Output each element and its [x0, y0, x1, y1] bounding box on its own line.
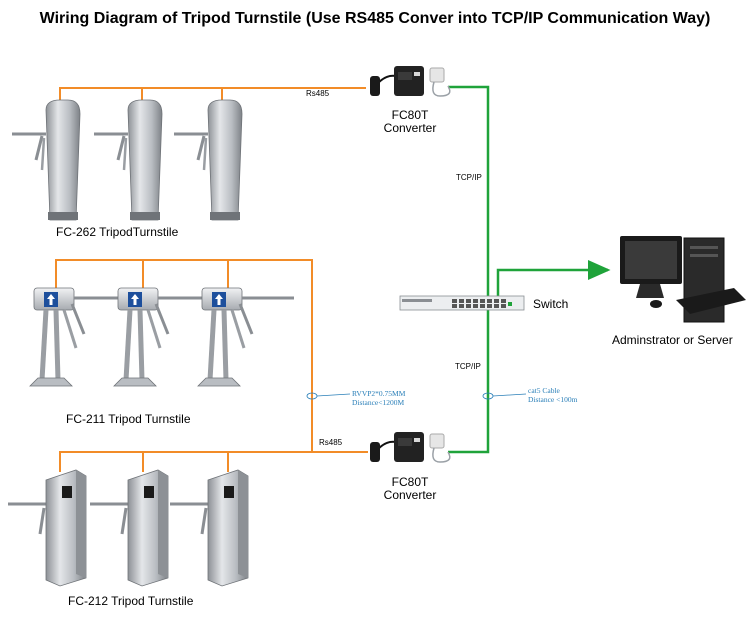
- diagram-title: Wiring Diagram of Tripod Turnstile (Use …: [39, 10, 711, 27]
- converter-top-model: FC80T: [391, 108, 429, 122]
- turnstile-fc212-2: [88, 468, 170, 588]
- computer-icon: [620, 236, 746, 323]
- cat5-cable-spec: cat5 Cable: [528, 386, 560, 395]
- rvvp-distance: Distance<1200M: [352, 398, 405, 407]
- rs485-label-bottom: Rs485: [319, 438, 343, 447]
- cat5-distance: Distance <100m: [528, 395, 578, 404]
- turnstile-fc211-2: [114, 288, 210, 386]
- cable-annotation-pointers: [306, 392, 527, 400]
- converter-bottom-name: Converter: [383, 488, 437, 502]
- tcpip-label-lower: TCP/IP: [455, 362, 481, 371]
- converter-top-name: Converter: [383, 121, 437, 135]
- turnstile-group-fc212: [6, 468, 250, 588]
- turnstile-group-fc211: [30, 288, 294, 386]
- turnstile-group-fc212-label: FC-212 Tripod Turnstile: [68, 594, 194, 608]
- converter-bottom-model: FC80T: [391, 475, 429, 489]
- turnstile-fc212-1: [6, 468, 88, 588]
- rvvp-annotation: RVVP2*0.75MM Distance<1200M: [352, 389, 405, 407]
- converter-icon-top: [369, 65, 451, 97]
- switch-icon: [399, 295, 525, 311]
- turnstile-fc211-3: [198, 288, 294, 386]
- turnstile-group-fc262: [10, 98, 244, 222]
- converter-icon-bottom: [369, 431, 451, 463]
- turnstile-fc212-3: [168, 468, 250, 588]
- turnstile-fc262-3: [172, 98, 244, 222]
- turnstile-fc262-2: [92, 98, 164, 222]
- rs485-label-top: Rs485: [306, 89, 330, 98]
- rs485-wiring-bottom: [55, 259, 368, 472]
- turnstile-fc211-1: [30, 288, 126, 386]
- tcpip-wiring: [448, 85, 611, 454]
- tcpip-label-upper: TCP/IP: [456, 173, 482, 182]
- converter-top-label: FC80T Converter: [370, 109, 450, 135]
- cat5-annotation: cat5 Cable Distance <100m: [528, 386, 577, 404]
- server-label: Adminstrator or Server: [612, 333, 733, 347]
- switch-label: Switch: [533, 297, 569, 311]
- turnstile-group-fc262-label: FC-262 TripodTurnstile: [56, 225, 179, 239]
- turnstile-group-fc211-label: FC-211 Tripod Turnstile: [66, 412, 191, 426]
- converter-bottom-label: FC80T Converter: [370, 476, 450, 502]
- rvvp-cable-spec: RVVP2*0.75MM: [352, 389, 406, 398]
- turnstile-fc262-1: [10, 98, 82, 222]
